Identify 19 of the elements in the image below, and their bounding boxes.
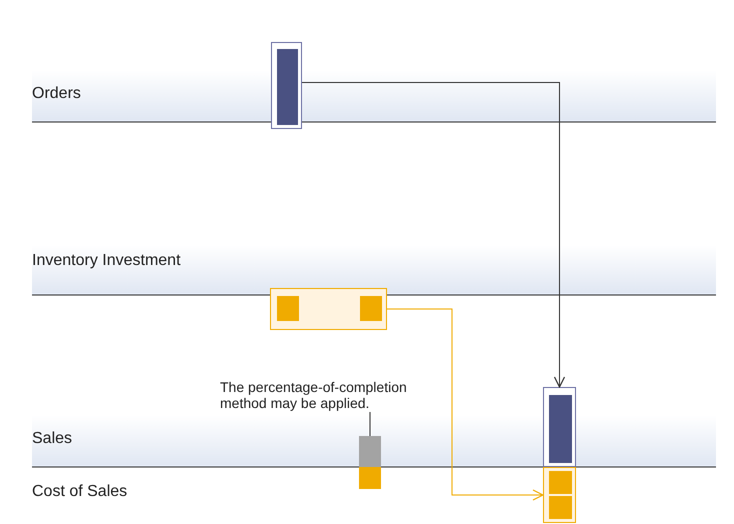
bar-frame (543, 387, 576, 467)
arrow (302, 82, 566, 388)
bar-frame (271, 42, 302, 129)
row-label: Cost of Sales (32, 483, 128, 501)
row-label: Sales (32, 430, 72, 448)
bar (277, 49, 298, 125)
bar-frame (543, 467, 576, 523)
bar (359, 436, 381, 467)
bar (277, 296, 299, 321)
bar (549, 496, 572, 519)
bar-frame (270, 288, 387, 330)
row-label: Inventory Investment (32, 252, 181, 270)
bar (360, 296, 382, 321)
bar (549, 395, 572, 463)
bar (549, 471, 572, 494)
arrow (386, 308, 544, 501)
bar (359, 467, 381, 489)
note-text: The percentage-of-completion method may be applied. (220, 379, 450, 411)
row-label: Orders (32, 85, 81, 103)
